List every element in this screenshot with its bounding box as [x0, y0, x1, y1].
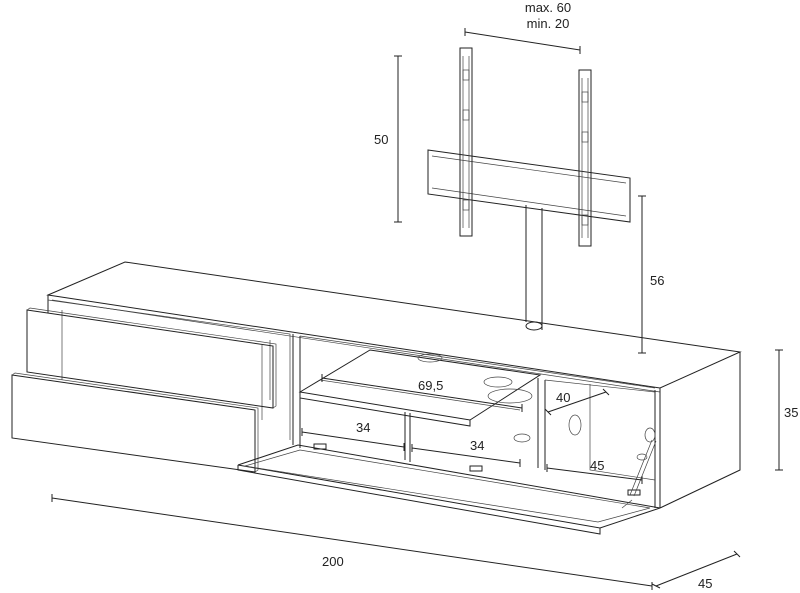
label-cabinet-depth: 45 [698, 576, 712, 591]
cabinet-body [46, 261, 742, 509]
label-mount-max: max. 60 [525, 0, 571, 15]
label-shelf-depth: 40 [556, 390, 570, 405]
drawer-lower [11, 372, 259, 473]
label-pole-height: 56 [650, 273, 664, 288]
label-cabinet-height: 35 [784, 405, 798, 420]
drawer-upper [26, 307, 277, 409]
tv-mount-bracket [427, 47, 631, 247]
label-compartment-right: 34 [470, 438, 484, 453]
label-compartment-side: 45 [590, 458, 604, 473]
tv-mount-pole [525, 205, 543, 331]
label-compartment-left: 34 [356, 420, 370, 435]
label-shelf-width: 69,5 [418, 378, 443, 393]
dimension-lines [51, 28, 783, 590]
label-cabinet-width: 200 [322, 554, 344, 569]
label-mount-min: min. 20 [527, 16, 570, 31]
label-mount-height: 50 [374, 132, 388, 147]
front-flap-open [237, 439, 661, 535]
